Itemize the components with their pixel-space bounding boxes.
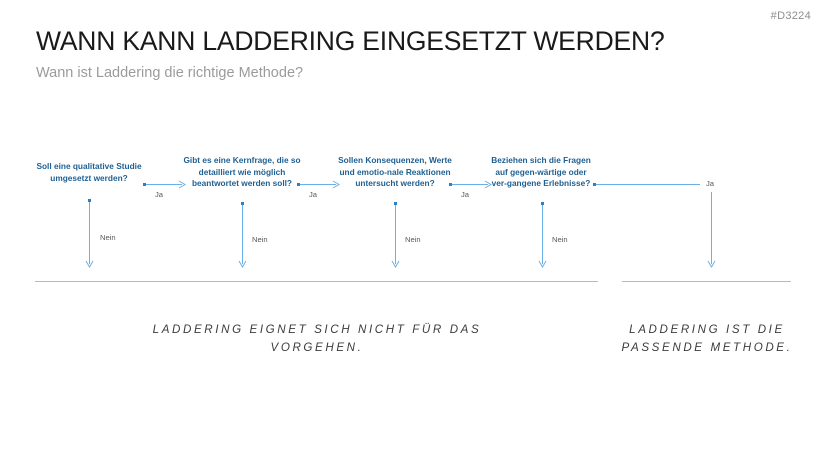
decision-node-4: Beziehen sich die Fragen auf gegen-wärti…	[488, 155, 594, 190]
arrow-right-icon-yes-3	[484, 180, 492, 189]
result-divider-positive	[622, 281, 791, 283]
connector-line-yes-1	[146, 184, 182, 185]
page-title: WANN KANN LADDERING EINGESETZT WERDEN?	[36, 26, 665, 56]
decision-node-1-label: Soll eine qualitative Studie umgesetzt w…	[36, 161, 142, 183]
connector-line-yes-3	[452, 184, 488, 185]
edge-label-no-1: Nein	[100, 233, 116, 242]
connector-dot-yes-4	[593, 183, 596, 186]
edge-label-yes-2: Ja	[309, 190, 318, 199]
decision-node-2: Gibt es eine Kernfrage, die so detaillie…	[182, 155, 302, 190]
arrow-down-icon-yes-4	[707, 260, 716, 268]
connector-dot-no-2	[241, 202, 244, 205]
arrow-right-icon-yes-2	[332, 180, 340, 189]
arrow-down-icon-no-2	[238, 260, 247, 268]
page-subtitle: Wann ist Laddering die richtige Methode?	[36, 65, 304, 81]
connector-line-no-1	[89, 202, 90, 264]
connector-dot-no-3	[394, 202, 397, 205]
connector-line-no-4	[542, 205, 543, 264]
connector-dot-no-1	[88, 199, 91, 202]
edge-label-no-4: Nein	[552, 235, 568, 244]
decision-node-3: Sollen Konsequenzen, Werte und emotio-na…	[337, 155, 453, 190]
result-negative-label: LADDERING EIGNET SICH NICHT FÜR DAS VORG…	[152, 323, 482, 354]
edge-label-yes-3: Ja	[461, 190, 470, 199]
connector-line-yes-4-down	[711, 192, 712, 264]
connector-dot-yes-3	[449, 183, 452, 186]
connector-dot-yes-2	[297, 183, 300, 186]
edge-label-no-3: Nein	[405, 235, 421, 244]
connector-line-yes-4	[596, 184, 700, 185]
connector-dot-yes-1	[143, 183, 146, 186]
arrow-right-icon-yes-1	[178, 180, 186, 189]
decision-node-4-label: Beziehen sich die Fragen auf gegen-wärti…	[491, 155, 591, 189]
edge-label-no-2: Nein	[252, 235, 268, 244]
connector-line-no-3	[395, 205, 396, 264]
connector-line-no-2	[242, 205, 243, 264]
edge-label-yes-4: Ja	[706, 179, 715, 188]
connector-dot-no-4	[541, 202, 544, 205]
decision-node-1: Soll eine qualitative Studie umgesetzt w…	[30, 161, 148, 184]
arrow-down-icon-no-1	[85, 260, 94, 268]
result-negative: LADDERING EIGNET SICH NICHT FÜR DAS VORG…	[152, 321, 482, 357]
edge-label-yes-1: Ja	[155, 190, 164, 199]
result-positive-label: LADDERING IST DIE PASSENDE METHODE.	[621, 323, 793, 354]
document-code: #D3224	[770, 10, 811, 22]
arrow-down-icon-no-3	[391, 260, 400, 268]
decision-node-3-label: Sollen Konsequenzen, Werte und emotio-na…	[338, 155, 452, 189]
connector-line-yes-2	[300, 184, 336, 185]
decision-node-2-label: Gibt es eine Kernfrage, die so detaillie…	[183, 155, 301, 189]
result-positive: LADDERING IST DIE PASSENDE METHODE.	[621, 321, 793, 357]
arrow-down-icon-no-4	[538, 260, 547, 268]
result-divider-negative	[35, 281, 598, 283]
